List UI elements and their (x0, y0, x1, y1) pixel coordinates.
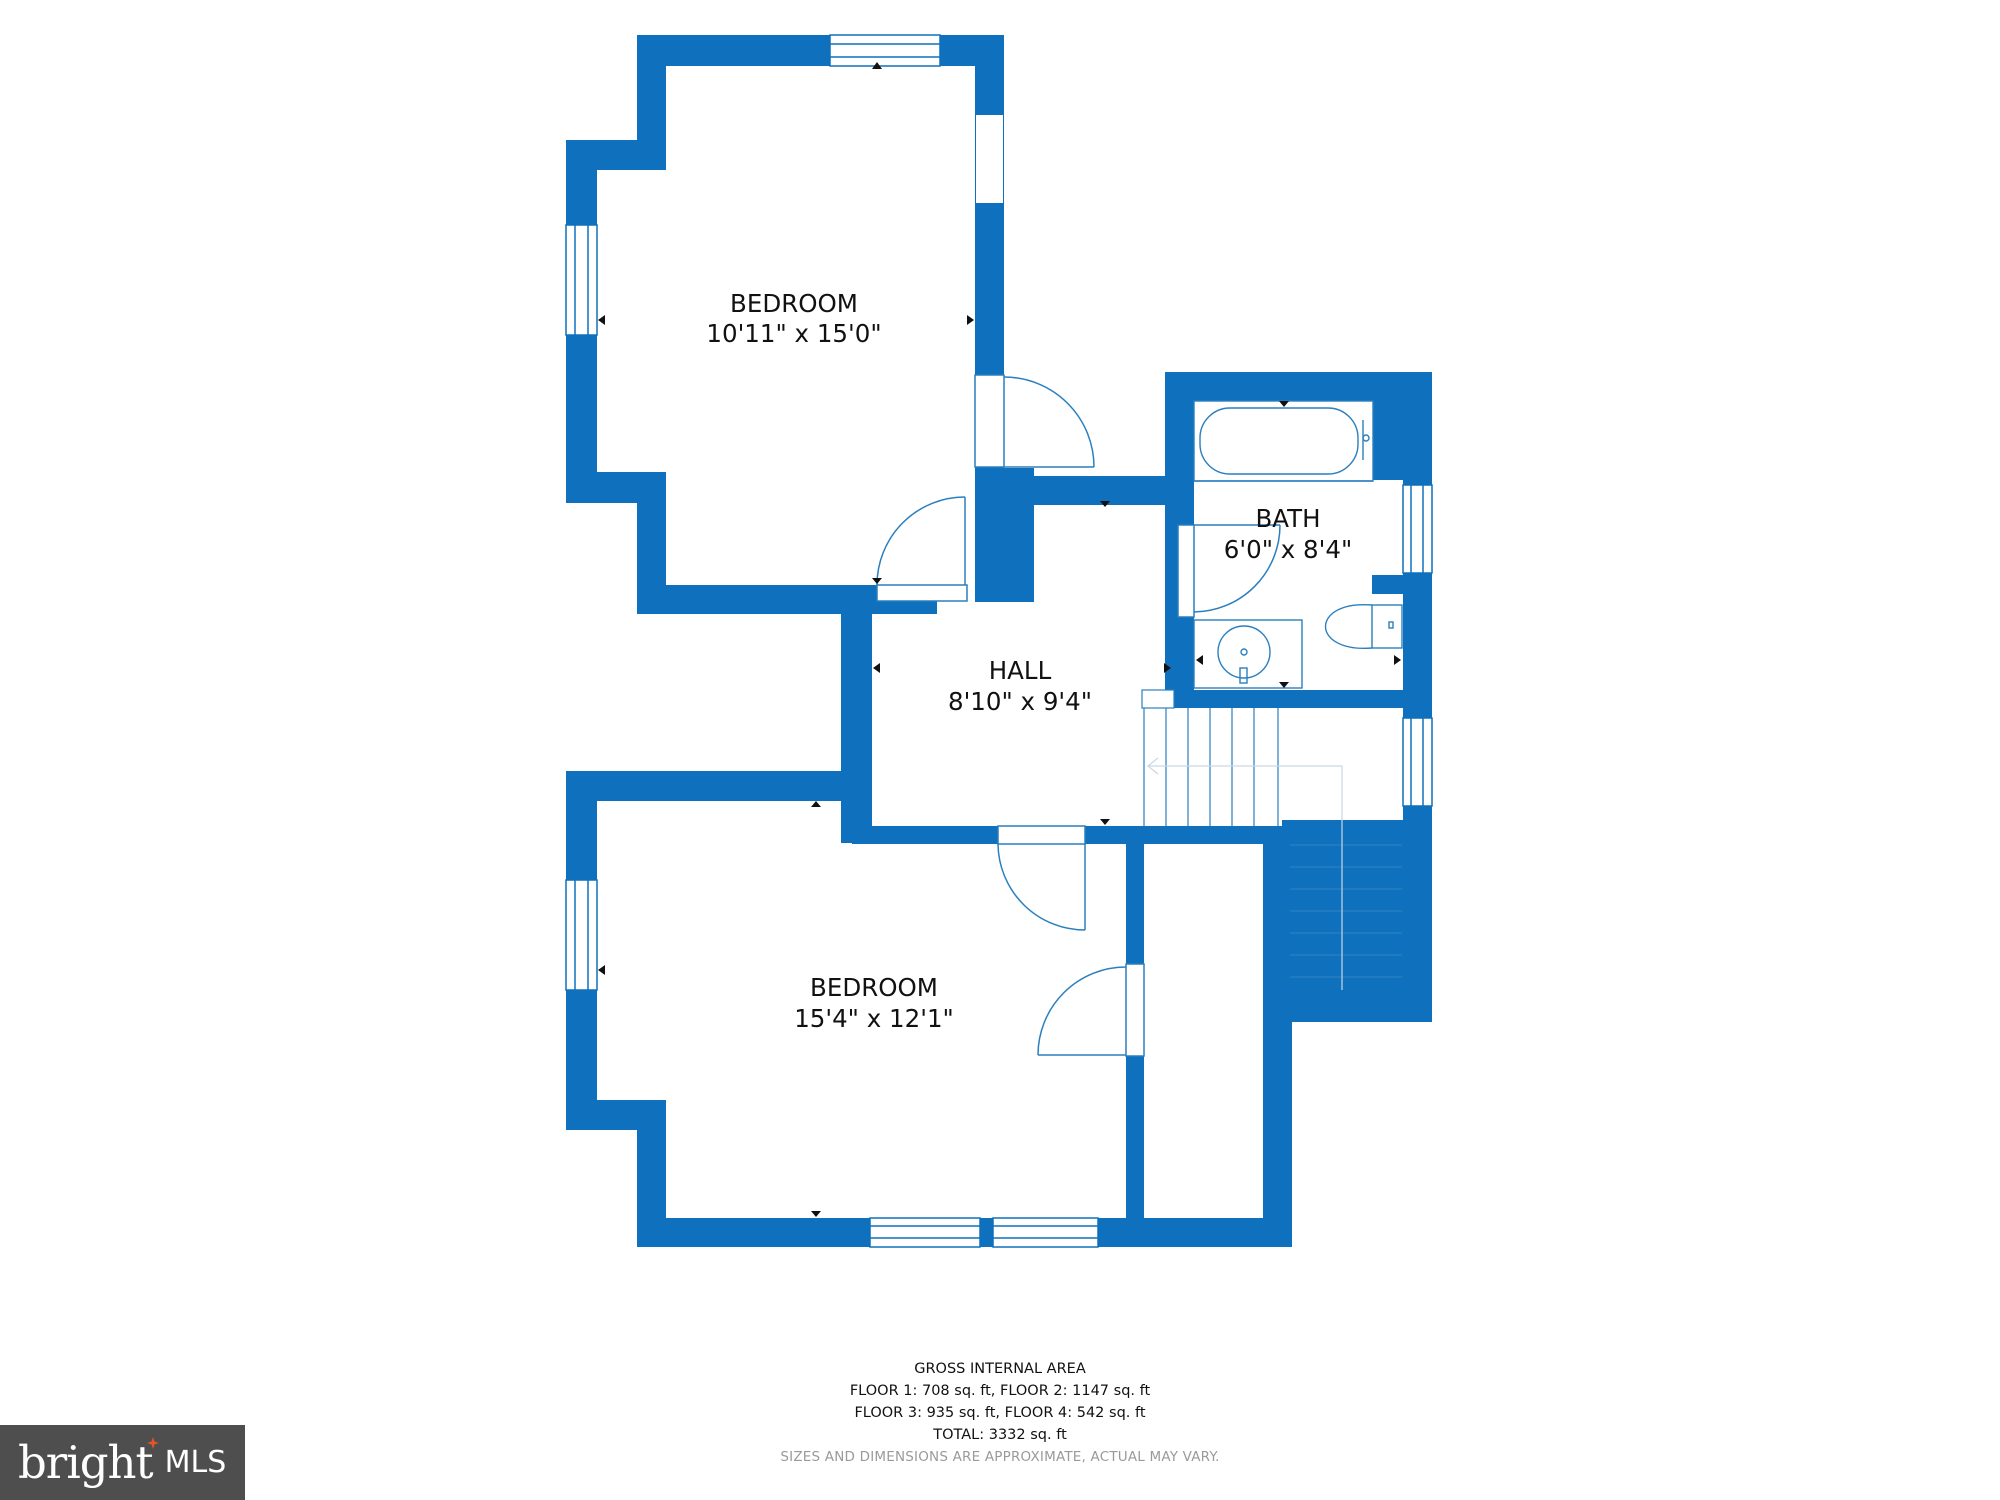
windows-and-openings (565, 34, 1433, 1248)
spark-icon (147, 1437, 159, 1449)
bright-mls-logo: bright ™ MLS (0, 1419, 245, 1500)
stairs (1141, 689, 1402, 990)
disclaimer: SIZES AND DIMENSIONS ARE APPROXIMATE, AC… (780, 1449, 1220, 1465)
area-line-1: FLOOR 1: 708 sq. ft, FLOOR 2: 1147 sq. f… (849, 1383, 1151, 1399)
bath-fixtures (1193, 400, 1403, 689)
room-name-hall: HALL (989, 656, 1052, 685)
room-dims-bedroom-top: 10'11" x 15'0" (706, 319, 881, 348)
area-total: TOTAL: 3332 sq. ft (933, 1427, 1067, 1443)
room-name-bath: BATH (1255, 504, 1320, 533)
room-labels: BEDROOM 10'11" x 15'0" BATH 6'0" x 8'4" … (706, 289, 1352, 1033)
room-dims-hall: 8'10" x 9'4" (948, 687, 1092, 716)
room-dims-bedroom-bottom: 15'4" x 12'1" (794, 1004, 954, 1033)
logo-suffix: MLS (164, 1445, 227, 1480)
walls (566, 35, 1432, 1247)
room-name-bedroom-top: BEDROOM (730, 289, 858, 318)
logo-brand: bright (18, 1436, 154, 1489)
dimension-arrows (598, 62, 1401, 1217)
logo-tm: ™ (140, 1419, 149, 1429)
area-heading: GROSS INTERNAL AREA (914, 1361, 1086, 1377)
doors (876, 374, 1281, 1057)
room-name-bedroom-bottom: BEDROOM (810, 973, 938, 1002)
area-line-2: FLOOR 3: 935 sq. ft, FLOOR 4: 542 sq. ft (854, 1405, 1146, 1421)
room-dims-bath: 6'0" x 8'4" (1224, 535, 1352, 564)
